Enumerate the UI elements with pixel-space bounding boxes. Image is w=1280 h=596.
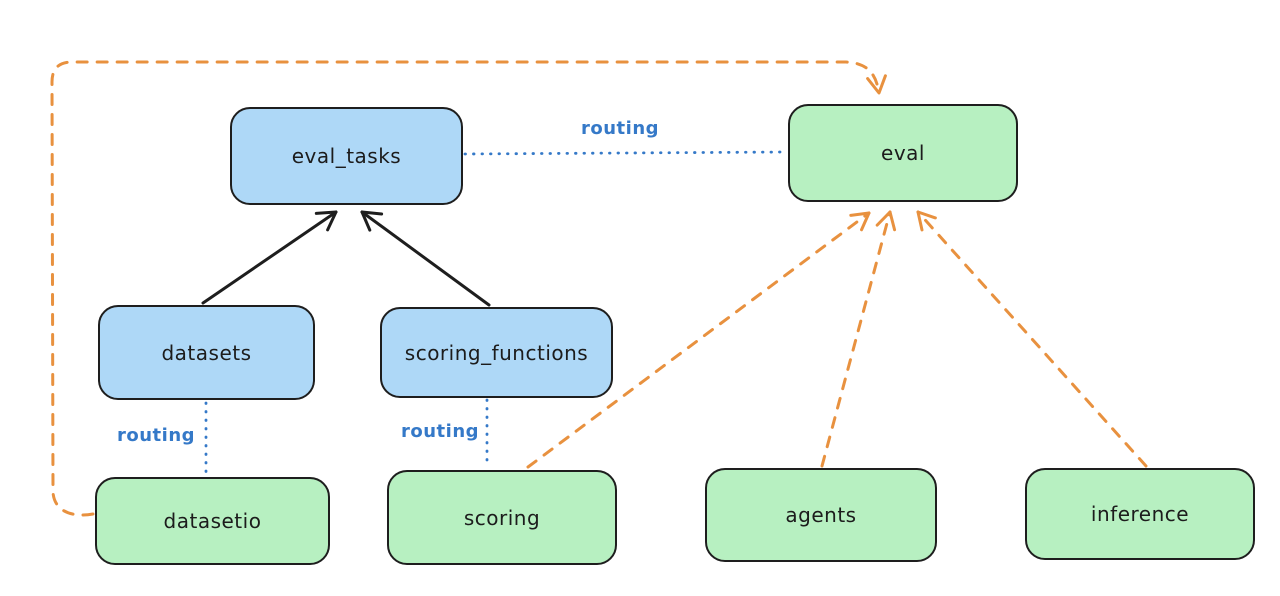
node-agents: agents <box>705 468 937 562</box>
edge-label-routing-datasets-datasetio: routing <box>116 425 196 446</box>
node-inference-label: inference <box>1090 502 1190 526</box>
node-agents-label: agents <box>785 503 857 527</box>
edge-datasetio-to-eval <box>50 60 887 517</box>
node-datasetio: datasetio <box>95 477 330 565</box>
edge-label-routing-eval-tasks-eval: routing <box>580 118 660 139</box>
edge-inference-to-eval <box>916 210 1148 468</box>
node-eval: eval <box>788 104 1018 202</box>
edge-agents-to-eval <box>820 210 897 468</box>
node-eval-tasks-label: eval_tasks <box>291 144 402 168</box>
node-scoring: scoring <box>387 470 617 565</box>
edge-scoring-functions-to-eval-tasks <box>360 210 491 307</box>
edge-eval-tasks-to-eval-routing <box>463 150 788 156</box>
edge-datasets-to-eval-tasks <box>201 210 338 305</box>
node-scoring-label: scoring <box>463 505 541 530</box>
node-scoring-functions-label: scoring_functions <box>404 340 589 365</box>
node-datasets: datasets <box>98 305 315 400</box>
node-scoring-functions: scoring_functions <box>380 307 613 398</box>
node-eval-label: eval <box>881 141 925 165</box>
edge-label-routing-scoring-functions-scoring: routing <box>400 421 480 442</box>
node-datasetio-label: datasetio <box>163 509 262 533</box>
node-datasets-label: datasets <box>161 340 252 365</box>
node-eval-tasks: eval_tasks <box>230 107 463 205</box>
node-inference: inference <box>1025 468 1255 560</box>
